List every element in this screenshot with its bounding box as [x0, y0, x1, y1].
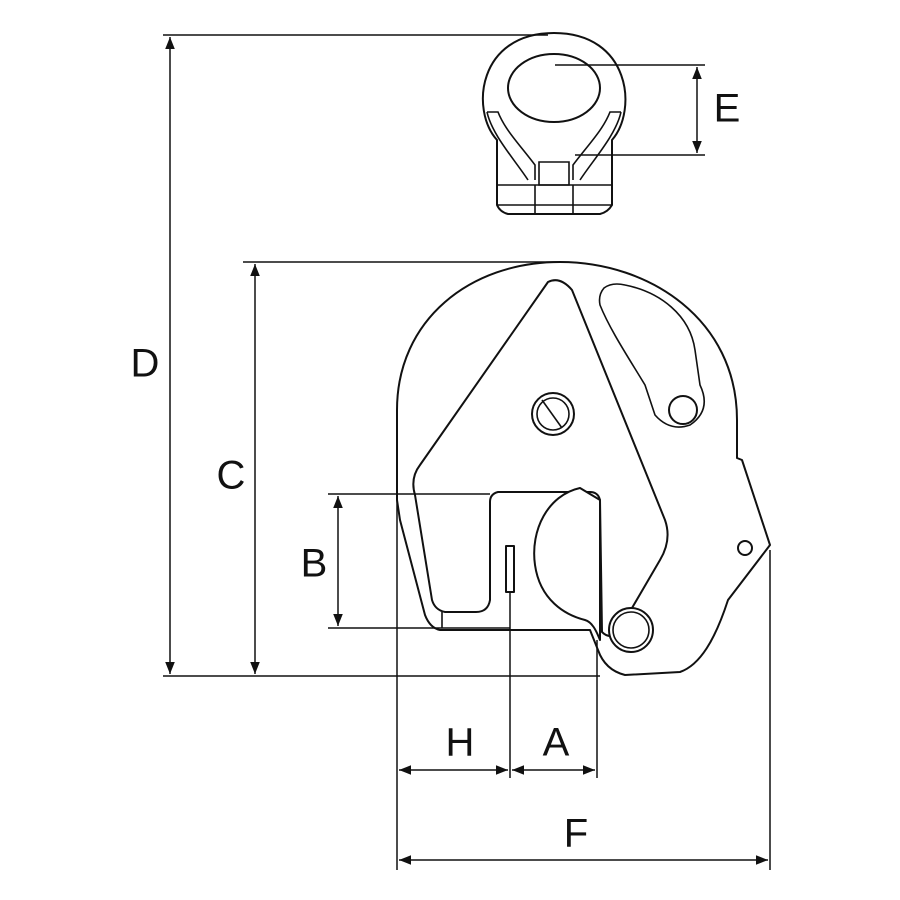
- dimension-lines: [165, 37, 768, 865]
- clamp-body: [396, 261, 771, 676]
- label-a: A: [543, 721, 570, 765]
- label-d: D: [131, 342, 160, 386]
- label-b: B: [301, 542, 328, 586]
- label-e: E: [714, 87, 741, 131]
- extension-lines: [163, 34, 771, 870]
- label-h: H: [446, 721, 475, 765]
- label-c: C: [217, 454, 246, 498]
- lifting-eye: [481, 32, 627, 215]
- label-f: F: [564, 812, 588, 856]
